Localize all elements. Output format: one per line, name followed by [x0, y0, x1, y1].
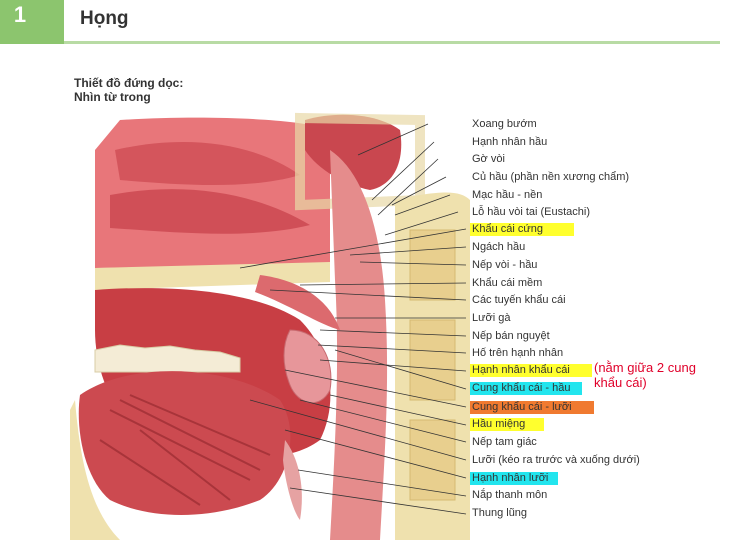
- label-xoang-buom: Xoang bướm: [472, 118, 537, 130]
- leader-lines: [239, 123, 467, 515]
- label-nep-voi-hau: Nếp vòi - hầu: [472, 259, 538, 271]
- nasal-concha-upper: [115, 142, 300, 185]
- label-khau-cai-cung: Khẩu cái cứng: [470, 223, 574, 236]
- label-cung-khau-cai-luoi: Cung khẩu cái - lưỡi: [470, 401, 594, 414]
- label-nap-thanh-mon: Nắp thanh môn: [472, 489, 548, 501]
- label-thung-lung: Thung lũng: [472, 507, 528, 519]
- subtitle-line-1: Thiết đồ đứng dọc:: [74, 76, 184, 90]
- pharyngeal-wall: [330, 150, 388, 540]
- tongue: [78, 371, 291, 515]
- tongue-muscle-fibers: [99, 394, 271, 506]
- label-nep-tam-giac: Nếp tam giác: [472, 436, 537, 448]
- label-luoi: Lưỡi (kéo ra trước và xuống dưới): [472, 454, 640, 466]
- sphenoid-sinus: [305, 114, 402, 190]
- mandible: [70, 400, 120, 540]
- palatine-tonsil: [283, 329, 332, 404]
- label-lo-hau-voi-tai: Lỗ hầu vòi tai (Eustachi): [472, 206, 591, 218]
- label-mac-hau-nen: Mạc hầu - nền: [472, 189, 543, 201]
- label-nep-ban-nguyet: Nếp bán nguyệt: [472, 330, 550, 342]
- label-ngach-hau: Ngách hầu: [472, 241, 526, 253]
- label-cu-hau: Củ hầu (phần nền xương chẩm): [472, 171, 630, 183]
- subtitle-line-2: Nhìn từ trong: [74, 90, 151, 104]
- label-cac-tuyen-khau-cai: Các tuyến khẩu cái: [472, 294, 566, 306]
- tonsil-position-note: (nằm giữa 2 cung khẩu cái): [594, 360, 696, 390]
- label-ho-tren-hanh-nhan: Hố trên hạnh nhân: [472, 347, 564, 359]
- diagram-subtitle: Thiết đồ đứng dọc: Nhìn từ trong: [74, 76, 183, 104]
- epiglottis: [283, 440, 302, 520]
- label-cung-khau-cai-hau: Cung khẩu cái - hầu: [470, 382, 582, 395]
- chapter-number: 1: [13, 2, 27, 27]
- nasal-concha-middle: [110, 189, 310, 234]
- chapter-badge: 1: [0, 0, 64, 44]
- label-go-voi: Gờ vòi: [472, 153, 505, 165]
- label-hau-mieng: Hầu miệng: [470, 418, 544, 431]
- label-hanh-nhan-hau: Hạnh nhân hầu: [472, 136, 548, 148]
- label-hanh-nhan-khau-cai: Hạnh nhân khẩu cái: [470, 364, 592, 377]
- header-divider: [64, 41, 720, 44]
- page-title: Họng: [80, 8, 129, 29]
- vertebra-detail: [409, 229, 456, 501]
- soft-palate: [255, 275, 340, 330]
- label-khau-cai-mem: Khẩu cái mềm: [472, 277, 543, 289]
- label-luoi-ga: Lưỡi gà: [472, 312, 511, 324]
- label-hanh-nhan-luoi: Hạnh nhân lưỡi: [470, 472, 558, 485]
